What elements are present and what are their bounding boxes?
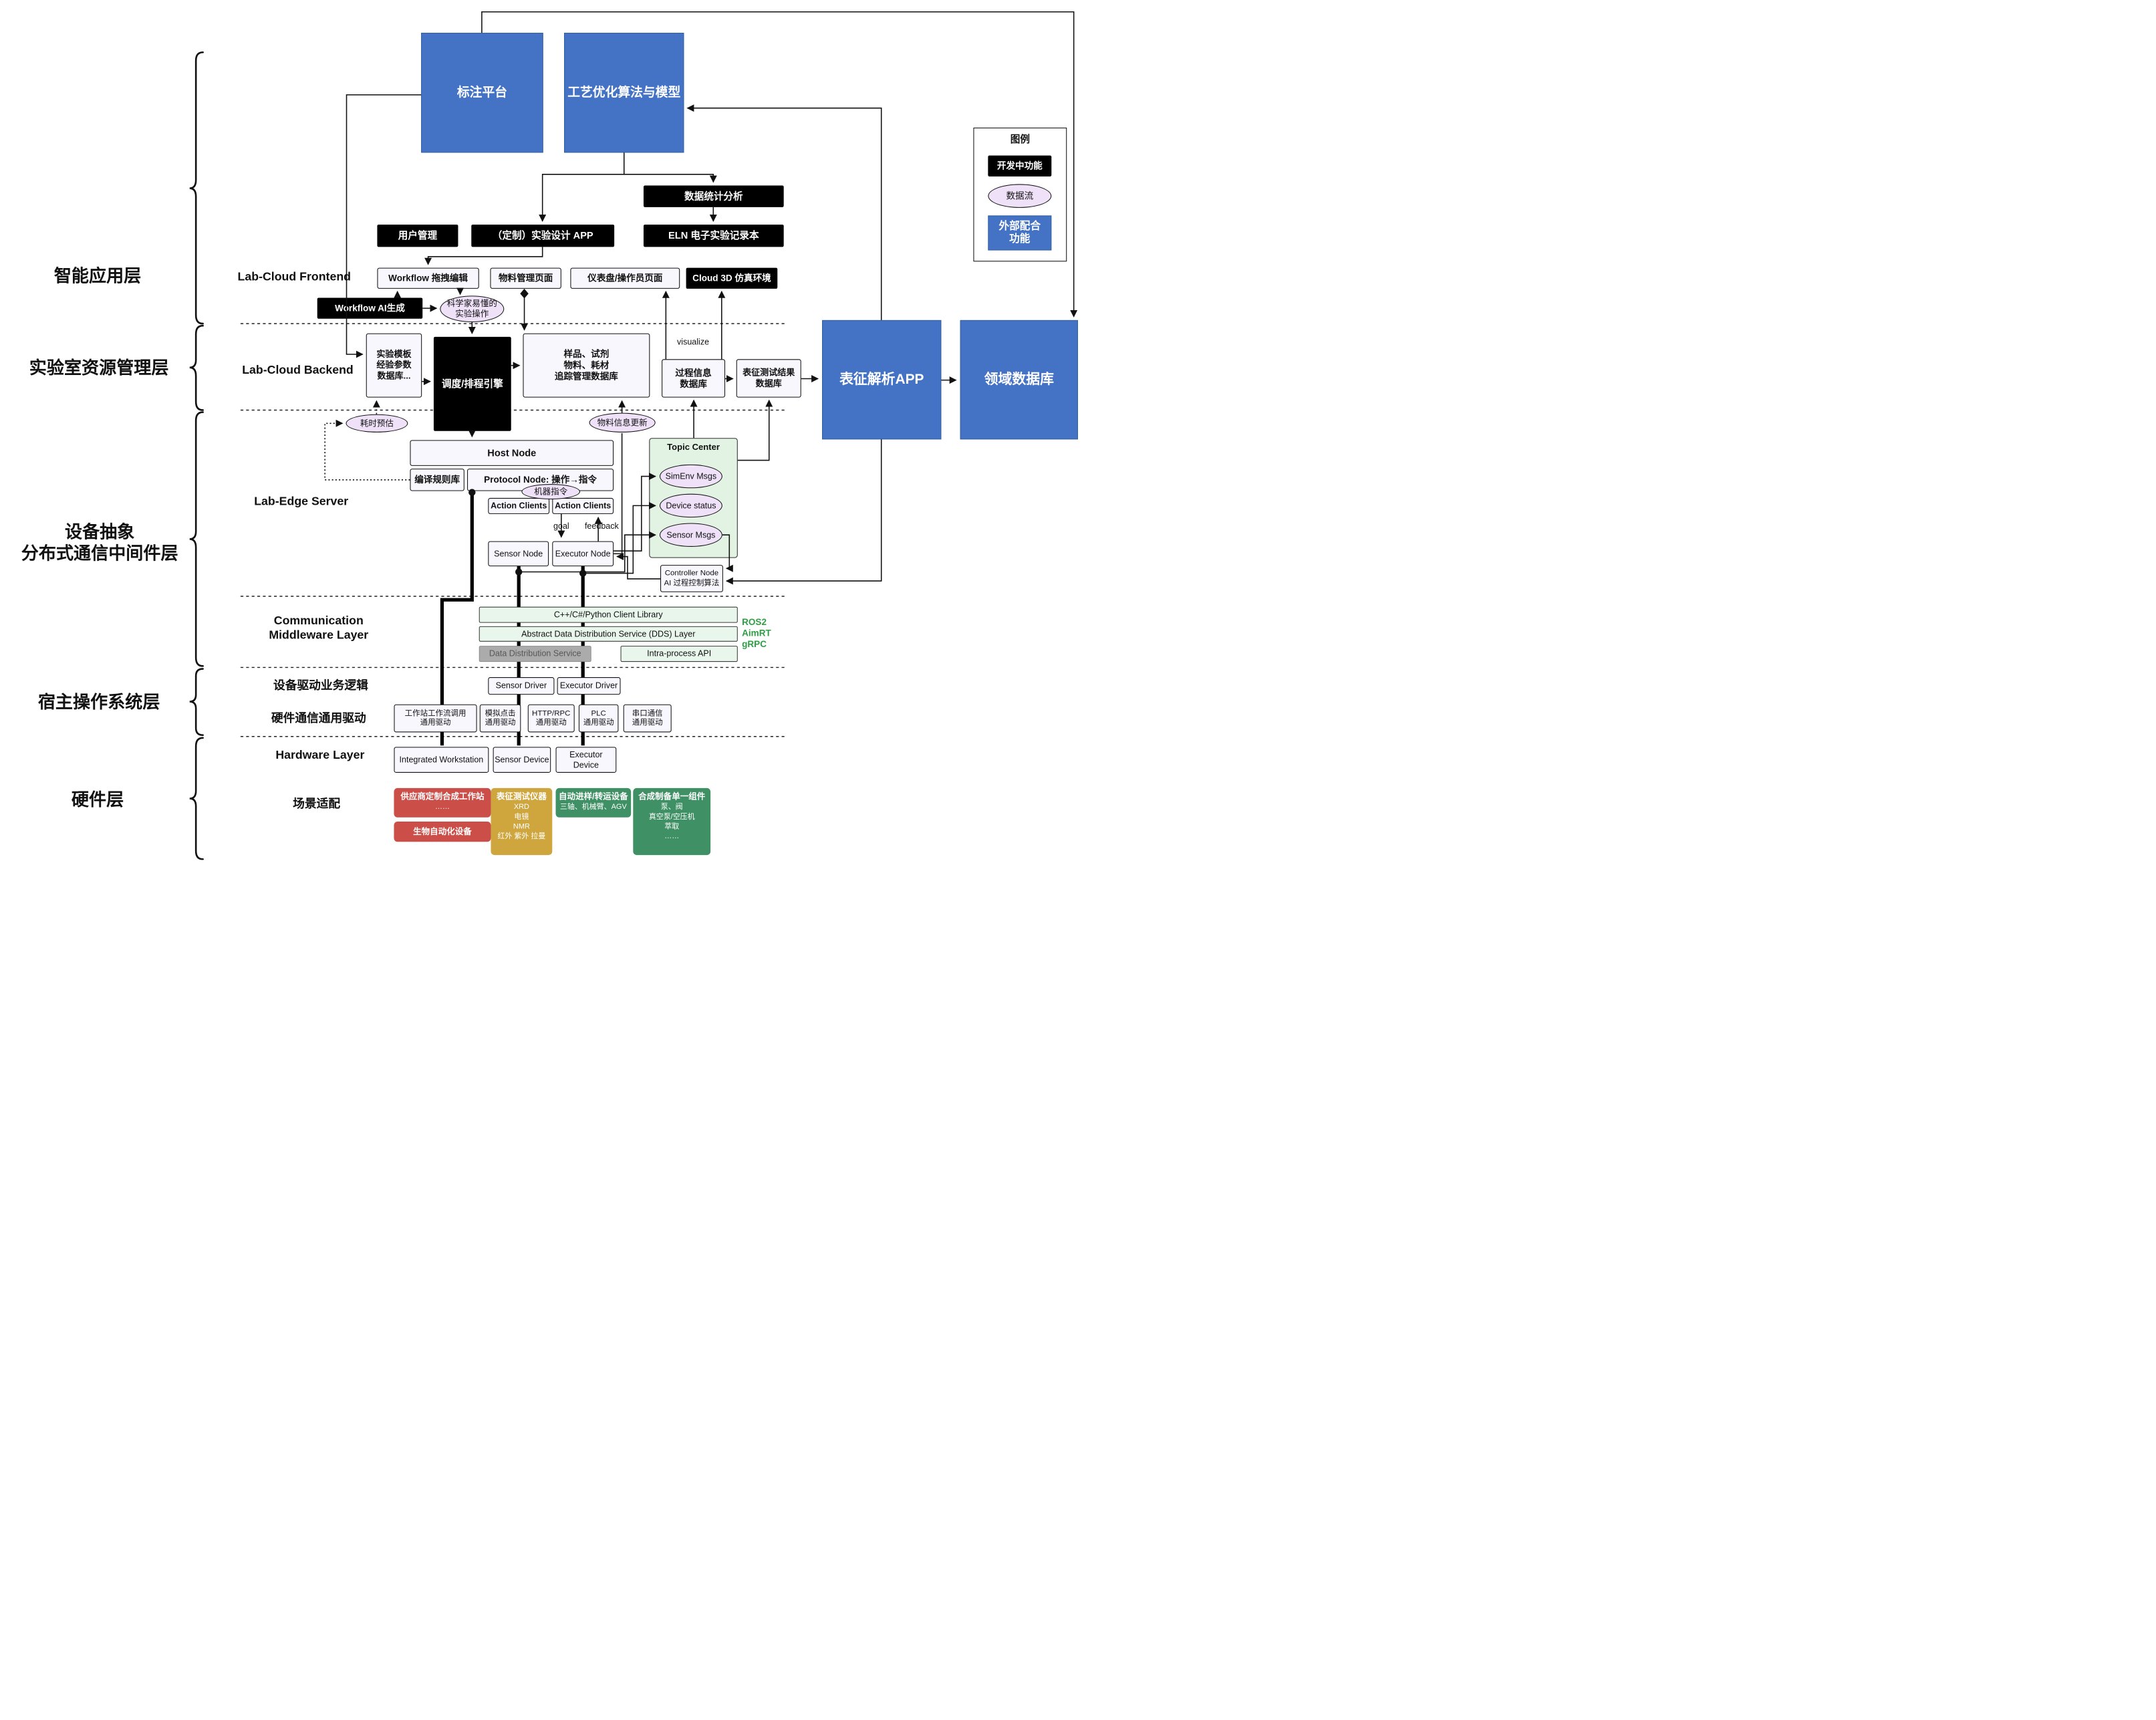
- scenario-instr-title: 表征测试仪器: [496, 791, 547, 802]
- node-dds-service: Data Distribution Service: [479, 646, 591, 662]
- dataflow-scientist-operations: 科学家易懂的 实验操作: [440, 295, 505, 323]
- layer-braces: [189, 51, 204, 860]
- junction-sensor: [515, 568, 523, 576]
- section-label-frontend: Lab-Cloud Frontend: [237, 270, 351, 283]
- node-characterization-app: 表征解析APP: [822, 320, 942, 440]
- node-simenv-msgs: SimEnv Msgs: [659, 464, 722, 489]
- node-sensor-device: Sensor Device: [493, 747, 551, 773]
- arrow-topic-to-results: [737, 399, 773, 461]
- node-sensor-driver: Sensor Driver: [488, 677, 555, 695]
- architecture-diagram: 智能应用层 实验室资源管理层 设备抽象 分布式通信中间件层 宿主操作系统层 硬件…: [0, 0, 1078, 860]
- node-driver-plc: PLC 通用驱动: [578, 704, 619, 733]
- node-action-clients-1: Action Clients: [488, 497, 550, 514]
- legend-title: 图例: [1010, 133, 1030, 145]
- node-sensor-msgs: Sensor Msgs: [659, 523, 722, 547]
- node-process-optimization: 工艺优化算法与模型: [564, 33, 684, 153]
- scenario-synthesis-components: 合成制备单一组件 泵、阀 真空泵/空压机 萃取 ……: [633, 787, 711, 856]
- node-executor-driver: Executor Driver: [557, 677, 621, 695]
- scenario-vendor-title: 供应商定制合成工作站: [400, 791, 485, 802]
- node-user-management: 用户管理: [377, 224, 458, 247]
- layer-label-device: 设备抽象 分布式通信中间件层: [21, 522, 178, 564]
- label-protocols: ROS2 AimRT gRPC: [742, 616, 771, 650]
- node-action-clients-2: Action Clients: [552, 497, 614, 514]
- arrow-opt-to-exp-app: [539, 152, 625, 222]
- node-experiment-template-db: 实验模板 经验参数 数据库...: [366, 333, 422, 398]
- brace-device-layer: [189, 411, 204, 667]
- node-sensor-node: Sensor Node: [488, 541, 549, 567]
- dataflow-machine-command: 机器指令: [521, 484, 581, 500]
- scenario-transfer-devices: 自动进样/转运设备 三轴、机械臂、AGV: [555, 787, 632, 818]
- node-controller-node: Controller Node AI 过程控制算法: [660, 565, 723, 592]
- dataflow-material-update: 物料信息更新: [589, 412, 656, 433]
- node-client-library: C++/C#/Python Client Library: [479, 606, 738, 623]
- scenario-bio-title: 生物自动化设备: [413, 826, 472, 837]
- arrow-controller-to-executor: [616, 553, 661, 580]
- brace-os-layer: [189, 668, 204, 736]
- node-annotation-platform: 标注平台: [421, 33, 543, 153]
- node-process-info-db: 过程信息 数据库: [662, 359, 726, 398]
- node-material-page: 物料管理页面: [490, 267, 561, 289]
- label-feedback: feedback: [584, 520, 619, 531]
- node-dashboard-page: 仪表盘/操作员页面: [570, 267, 680, 289]
- arrow-charact-app-to-controller: [725, 439, 882, 585]
- section-label-driver-logic: 设备驱动业务逻辑: [273, 679, 368, 693]
- section-label-scene: 场景适配: [293, 797, 341, 811]
- scenario-instr-body: XRD 电镜 NMR 红外 紫外 拉曼: [497, 802, 546, 841]
- section-label-hw-comm: 硬件通信通用驱动: [271, 711, 366, 725]
- legend-dataflow: 数据流: [988, 184, 1052, 208]
- scenario-synth-body: 泵、阀 真空泵/空压机 萃取 ……: [648, 802, 695, 841]
- node-eln: ELN 电子实验记录本: [643, 224, 784, 247]
- node-driver-workstation-flow: 工作站工作流调用 通用驱动: [394, 704, 477, 733]
- node-driver-http-rpc: HTTP/RPC 通用驱动: [527, 704, 575, 733]
- node-characterization-result-db: 表征测试结果 数据库: [736, 359, 801, 398]
- junction-dots: [468, 288, 587, 577]
- label-visualize: visualize: [677, 336, 710, 346]
- node-host-node: Host Node: [410, 440, 614, 466]
- scenario-transfer-title: 自动进样/转运设备: [559, 791, 628, 802]
- layer-label-os: 宿主操作系统层: [37, 693, 160, 713]
- legend-developing: 开发中功能: [988, 155, 1052, 176]
- node-custom-experiment-app: （定制）实验设计 APP: [471, 224, 615, 247]
- legend-external: 外部配合 功能: [988, 215, 1052, 251]
- scenario-bio-automation: 生物自动化设备: [394, 822, 491, 842]
- brace-app-layer: [189, 51, 204, 325]
- label-goal: goal: [553, 520, 569, 531]
- node-executor-device: Executor Device: [555, 747, 617, 773]
- node-integrated-workstation: Integrated Workstation: [394, 747, 489, 773]
- arrow-app-to-workflow-edit: [424, 247, 543, 265]
- junction-executor: [579, 570, 587, 577]
- node-driver-click-sim: 模拟点击 通用驱动: [479, 704, 521, 733]
- section-label-hardware: Hardware Layer: [275, 748, 365, 762]
- dataflow-time-estimate: 耗时预估: [346, 414, 408, 433]
- node-driver-serial: 串口通信 通用驱动: [623, 704, 672, 733]
- layer-label-app: 智能应用层: [53, 266, 142, 287]
- section-label-middleware: Communication Middleware Layer: [269, 613, 369, 642]
- node-domain-db: 领域数据库: [960, 320, 1078, 440]
- section-label-backend: Lab-Cloud Backend: [242, 363, 354, 377]
- line-executor-to-update: [614, 433, 623, 555]
- scenario-vendor-workstation: 供应商定制合成工作站 ……: [394, 787, 491, 818]
- arrow-opt-to-stats: [624, 174, 717, 183]
- node-workflow-editor: Workflow 拖拽编辑: [377, 267, 479, 289]
- node-cloud-3d-sim: Cloud 3D 仿真环境: [686, 267, 778, 289]
- node-sample-tracking-db: 样品、试剂 物料、耗材 追踪管理数据库: [523, 333, 650, 398]
- layer-label-hardware: 硬件层: [71, 790, 124, 810]
- node-dds-layer: Abstract Data Distribution Service (DDS)…: [479, 626, 738, 642]
- scenario-characterization-instruments: 表征测试仪器 XRD 电镜 NMR 红外 紫外 拉曼: [491, 787, 553, 856]
- node-workflow-ai: Workflow AI生成: [317, 297, 423, 319]
- layer-label-resource: 实验室资源管理层: [29, 358, 169, 378]
- node-compile-rules: 编译规则库: [410, 469, 464, 491]
- node-device-status: Device status: [659, 493, 722, 518]
- section-label-edge: Lab-Edge Server: [254, 495, 349, 508]
- junction-material-diamond: [520, 288, 529, 299]
- node-scheduler-engine: 调度/排程引擎: [433, 336, 511, 431]
- brace-resource-layer: [189, 324, 204, 411]
- scenario-synth-title: 合成制备单一组件: [638, 791, 706, 802]
- node-intra-process-api: Intra-process API: [620, 646, 738, 662]
- brace-hardware-layer: [189, 737, 204, 860]
- scenario-vendor-body: ……: [435, 802, 450, 811]
- scenario-transfer-body: 三轴、机械臂、AGV: [559, 802, 627, 811]
- node-executor-node: Executor Node: [552, 541, 614, 567]
- node-data-statistics: 数据统计分析: [643, 185, 784, 207]
